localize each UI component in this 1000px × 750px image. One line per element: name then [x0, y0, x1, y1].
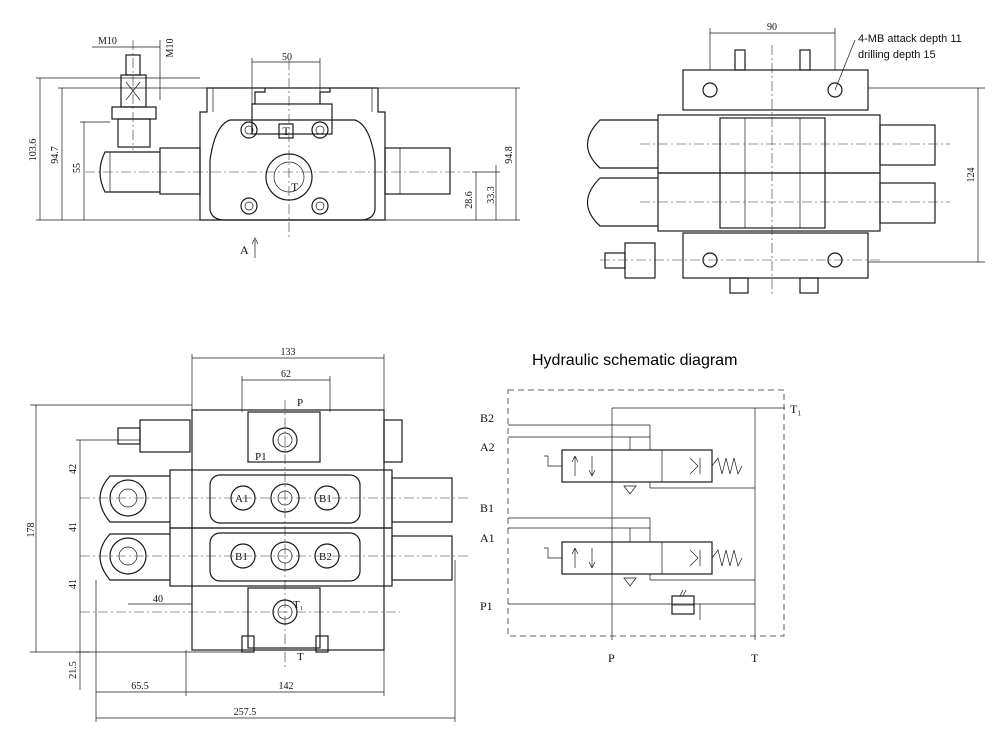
- schematic-title: Hydraulic schematic diagram: [532, 352, 737, 369]
- dim-65-5: 65.5: [131, 681, 149, 692]
- schem-label-A2: A2: [480, 440, 495, 454]
- dim-133: 133: [281, 347, 296, 358]
- side-port-P1: P1: [255, 451, 267, 463]
- top-view: 90 124 4-MB attack depth 11 drilling dep…: [586, 22, 985, 295]
- dim-41-a: 41: [68, 522, 79, 532]
- schem-label-B1: B1: [480, 501, 494, 515]
- schem-label-B2: B2: [480, 411, 494, 425]
- front-port-T: T: [291, 180, 299, 194]
- schem-label-P: P: [608, 651, 615, 665]
- dim-103-6: 103.6: [28, 139, 39, 162]
- side-port-B2: B2: [319, 551, 332, 563]
- dim-178: 178: [26, 523, 37, 538]
- hydraulic-schematic: Hydraulic schematic diagram: [480, 352, 802, 665]
- side-view: P P1 A1 B1 B1 B2 T₁ T: [26, 347, 470, 722]
- dim-90: 90: [767, 22, 777, 33]
- dim-m10-h: M10: [98, 36, 117, 47]
- side-port-B1-top: B1: [319, 493, 332, 505]
- dim-94-7: 94.7: [50, 146, 61, 164]
- front-view: T T 103.6 94.7 55 50: [28, 36, 520, 258]
- dim-40: 40: [153, 594, 163, 605]
- schem-label-T: T: [751, 651, 759, 665]
- side-port-B1-bot: B1: [235, 551, 248, 563]
- dim-28-6: 28.6: [464, 191, 475, 209]
- dim-55: 55: [72, 163, 83, 173]
- dim-21-5: 21.5: [68, 661, 79, 679]
- dim-41-b: 41: [68, 579, 79, 589]
- schem-label-T1: T₁: [790, 402, 802, 416]
- view-arrow-A: A: [240, 243, 249, 257]
- dim-33-3: 33.3: [486, 186, 497, 204]
- dim-42: 42: [68, 464, 79, 474]
- dim-124: 124: [966, 168, 977, 183]
- dim-62: 62: [281, 369, 291, 380]
- dim-m10-v: M10: [165, 39, 176, 58]
- side-port-A1: A1: [235, 493, 248, 505]
- dim-257-5: 257.5: [234, 707, 257, 718]
- front-port-T-box: T: [282, 124, 290, 138]
- dim-94-8: 94.8: [504, 146, 515, 164]
- side-port-P: P: [297, 397, 303, 409]
- side-port-T1: T₁: [293, 599, 304, 611]
- note-line-2: drilling depth 15: [858, 49, 936, 61]
- schem-label-P1: P1: [480, 599, 493, 613]
- dim-142: 142: [279, 681, 294, 692]
- side-port-T: T: [297, 651, 304, 663]
- note-line-1: 4-MB attack depth 11: [858, 33, 962, 45]
- dim-50: 50: [282, 52, 292, 63]
- schem-label-A1: A1: [480, 531, 495, 545]
